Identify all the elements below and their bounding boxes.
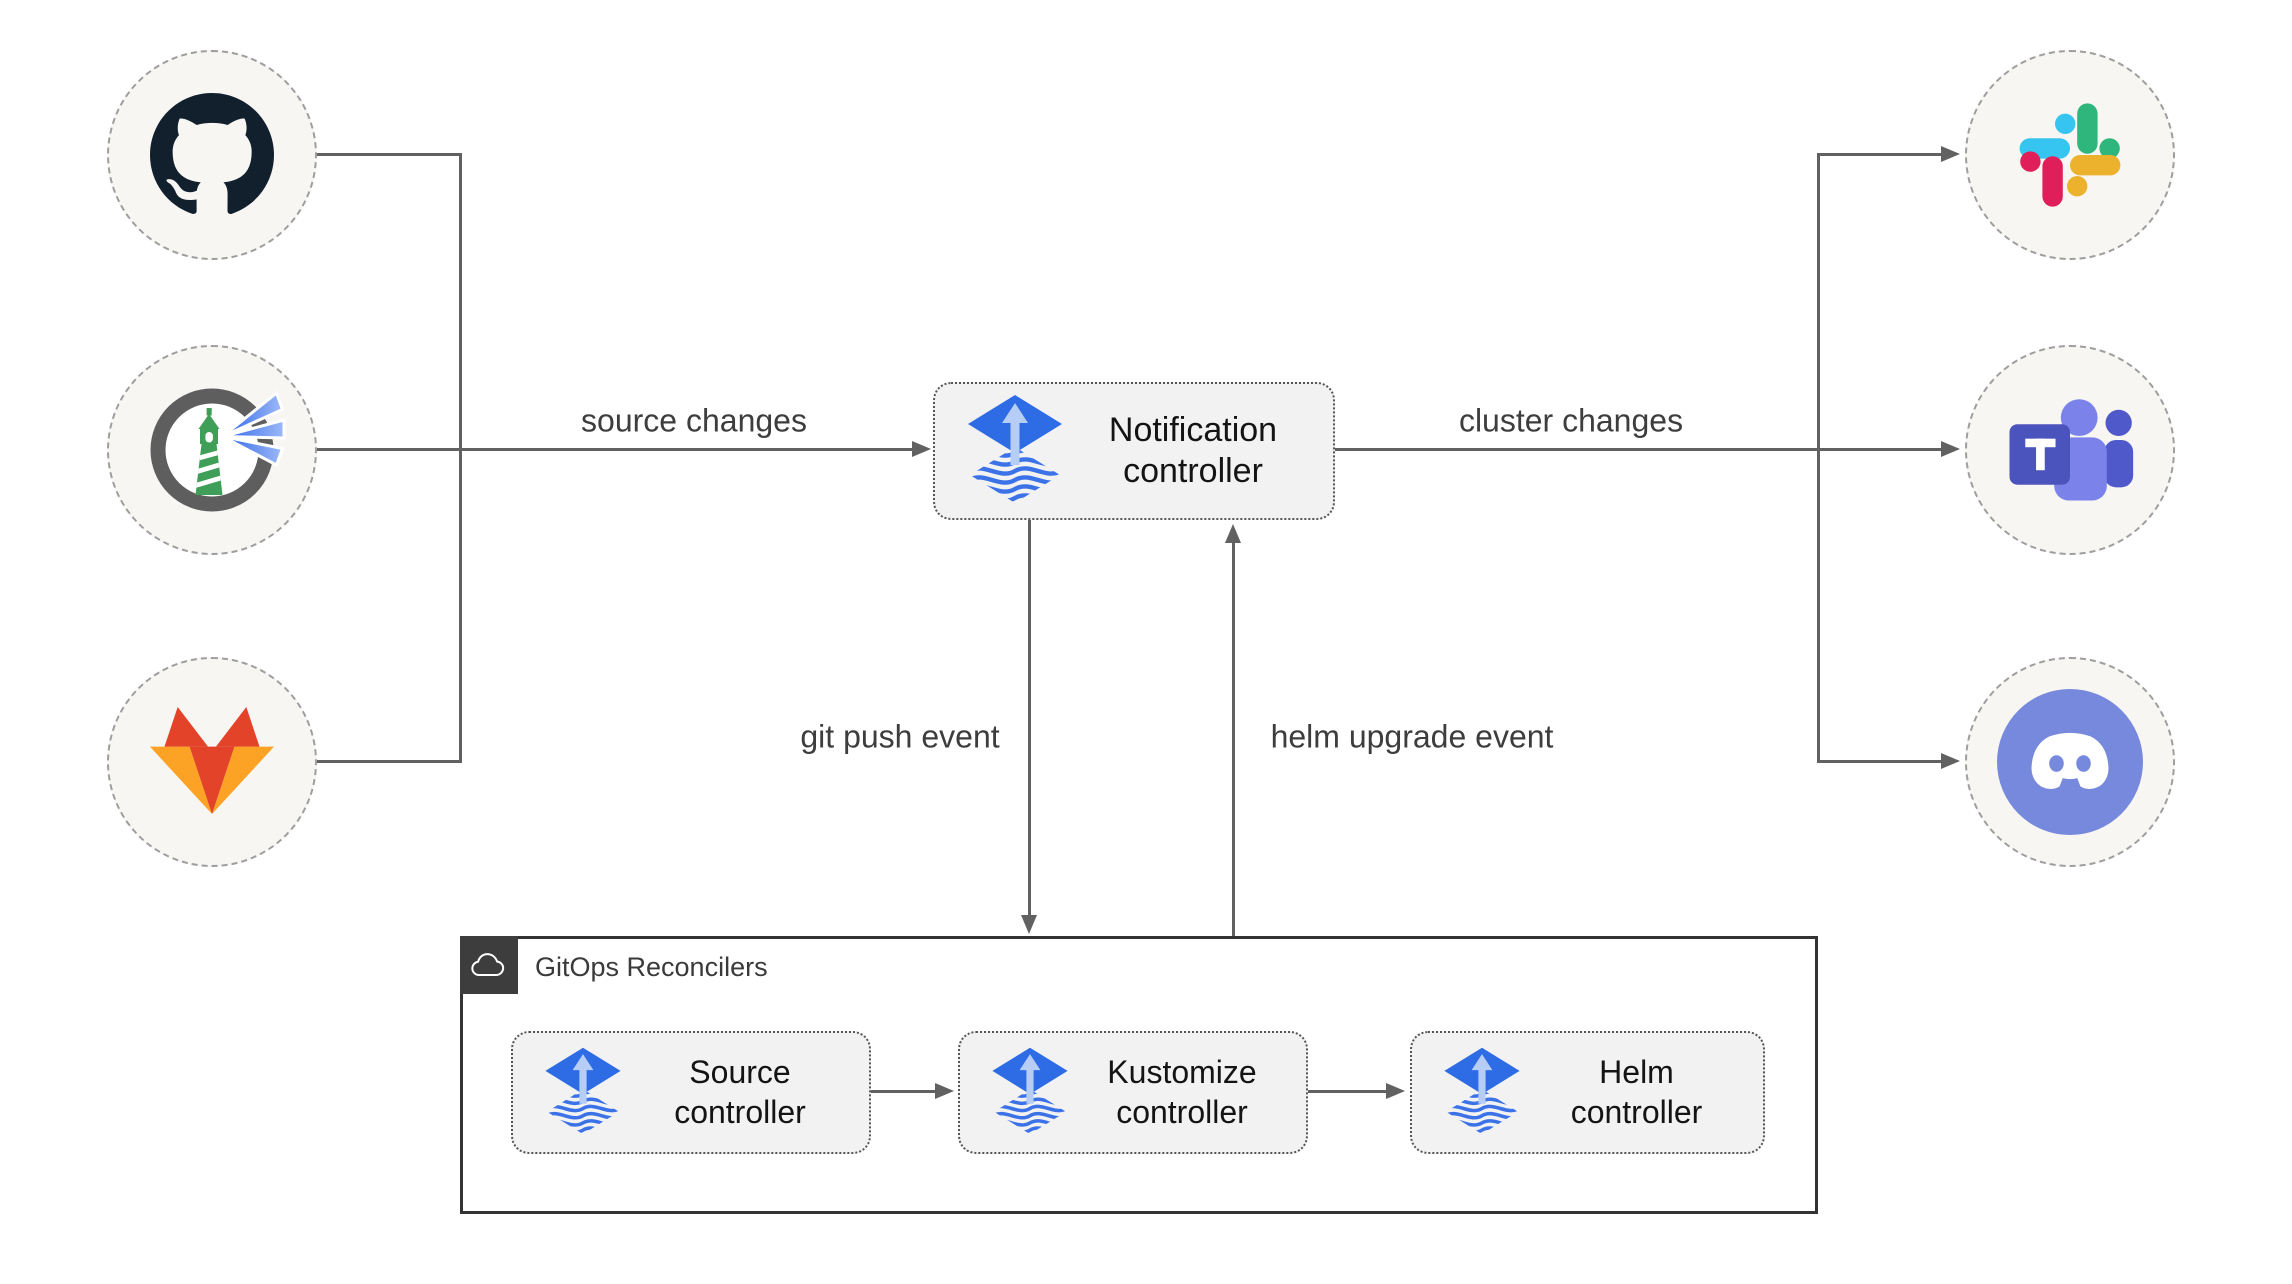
source-controller-node: Source controller <box>511 1031 871 1154</box>
cloud-icon <box>471 953 505 976</box>
arrow-helm-upgrade-head <box>1225 524 1241 543</box>
harbor-node <box>107 345 317 555</box>
discord-node <box>1965 657 2175 867</box>
flux-icon <box>990 1046 1070 1139</box>
kustomize-controller-label-line1: Kustomize <box>1107 1054 1257 1091</box>
kustomize-controller-label-line2: controller <box>1116 1093 1248 1130</box>
source-controller-label-line1: Source <box>689 1054 791 1091</box>
notification-controller-node: Notification controller <box>933 382 1335 520</box>
notification-controller-label-line1: Notification <box>1108 410 1278 449</box>
arrow-teams-line <box>1817 448 1943 451</box>
notification-controller-label: Notification controller <box>1065 410 1333 493</box>
edge-label-helm-upgrade-event: helm upgrade event <box>1264 718 1560 756</box>
arrow-discord-line <box>1817 760 1943 763</box>
flux-icon <box>1442 1046 1522 1139</box>
connector-right-vertical <box>1817 153 1820 763</box>
connector-notification-out <box>1335 448 1818 451</box>
arrow-git-push-head <box>1021 915 1037 934</box>
slack-node <box>1965 50 2175 260</box>
arrow-source-changes-head <box>912 441 931 457</box>
github-node <box>107 50 317 260</box>
helm-controller-label-line1: Helm <box>1599 1054 1674 1091</box>
gitops-reconcilers-container: GitOps Reconcilers Source controller Kus… <box>460 936 1818 1214</box>
gitops-reconcilers-title: GitOps Reconcilers <box>535 952 768 982</box>
gitlab-node <box>107 657 317 867</box>
kustomize-controller-label: Kustomize controller <box>1070 1053 1306 1131</box>
arrow-slack-line <box>1817 153 1943 156</box>
edge-label-source-changes: source changes <box>575 402 813 440</box>
helm-controller-node: Helm controller <box>1410 1031 1765 1154</box>
slack-icon <box>2019 103 2121 207</box>
source-controller-label: Source controller <box>623 1053 869 1131</box>
source-controller-label-line2: controller <box>674 1093 806 1130</box>
arrow-teams-head <box>1941 441 1960 457</box>
arrow-discord-head <box>1941 753 1960 769</box>
harbor-icon <box>150 388 286 512</box>
discord-icon <box>1997 689 2143 835</box>
arrow-git-push-line <box>1028 520 1031 918</box>
flux-icon <box>543 1046 623 1139</box>
teams-node <box>1965 345 2175 555</box>
helm-controller-label-line2: controller <box>1570 1093 1703 1130</box>
github-icon <box>150 93 274 214</box>
arrow-kustomize-to-helm-head <box>1386 1083 1405 1099</box>
notification-controller-label-line2: controller <box>1123 452 1263 490</box>
arrow-source-to-kustomize-head <box>935 1083 954 1099</box>
arrow-source-to-kustomize-line <box>871 1090 937 1093</box>
connector-gitlab <box>317 760 460 763</box>
arrow-slack-head <box>1941 146 1960 162</box>
kustomize-controller-node: Kustomize controller <box>958 1031 1308 1154</box>
connector-github <box>317 153 460 156</box>
arrow-source-changes-line <box>317 448 913 451</box>
helm-controller-label: Helm controller <box>1522 1053 1763 1131</box>
arrow-kustomize-to-helm-line <box>1308 1090 1388 1093</box>
flux-icon <box>965 393 1065 509</box>
edge-label-cluster-changes: cluster changes <box>1452 402 1690 440</box>
connector-left-vertical <box>459 153 462 763</box>
arrow-helm-upgrade-line <box>1232 542 1235 936</box>
gitlab-icon <box>149 706 275 814</box>
microsoft-teams-icon <box>2009 398 2134 500</box>
gitops-reconcilers-tab <box>460 936 518 994</box>
edge-label-git-push-event: git push event <box>794 718 1006 756</box>
